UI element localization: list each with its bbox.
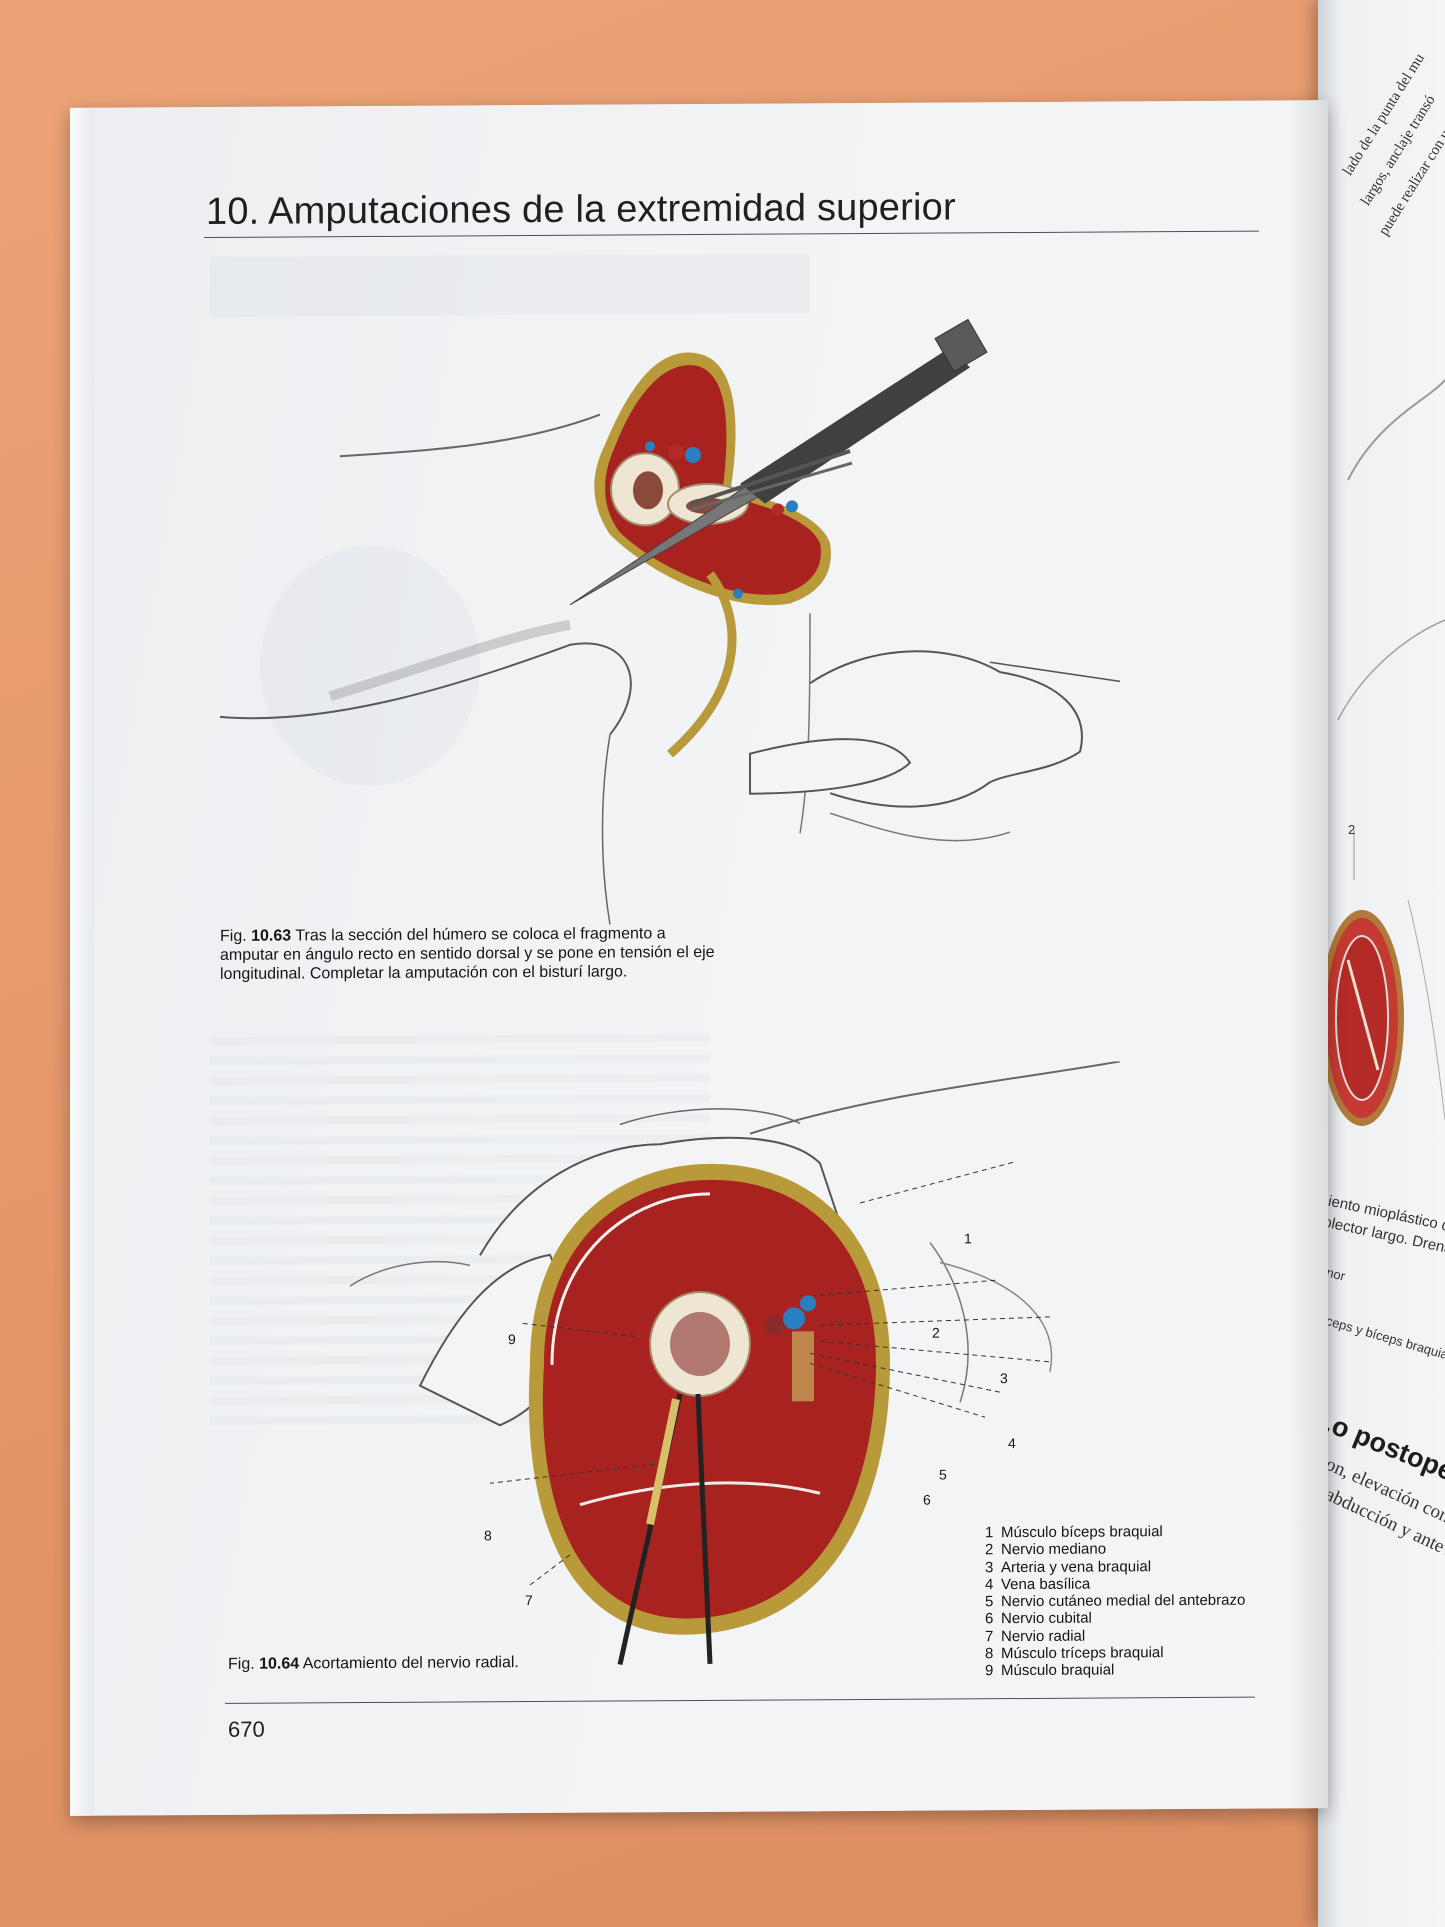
figure-10-63-caption: Fig. 10.63 Tras la sección del húmero se…	[220, 924, 720, 984]
figure-10-63-number: 10.63	[251, 927, 292, 945]
page-edge	[70, 107, 94, 1816]
callout-8: 8	[484, 1527, 492, 1544]
callout-9: 9	[508, 1331, 516, 1348]
figure-10-64-text: Acortamiento del nervio radial.	[302, 1654, 519, 1673]
book-page: 10. Amputaciones de la extremidad superi…	[70, 100, 1328, 1816]
figure-10-63-prefix: Fig.	[220, 927, 247, 945]
figure-10-64-caption: Fig. 10.64 Acortamiento del nervio radia…	[228, 1652, 648, 1674]
facing-page: lado de la punta del mu largos, anclaje …	[1318, 0, 1445, 1927]
callout-4: 4	[1008, 1435, 1016, 1452]
figure-10-63-illustration	[219, 318, 1121, 925]
callout-6: 6	[923, 1491, 931, 1508]
callout-5: 5	[939, 1466, 947, 1483]
callout-2: 2	[932, 1324, 940, 1341]
figure-10-63-text: Tras la sección del húmero se coloca el …	[220, 925, 715, 983]
page-number: 670	[228, 1716, 265, 1742]
figure-10-64-illustration	[349, 1060, 1121, 1666]
figure-10-64-number: 10.64	[259, 1655, 300, 1673]
figure-10-64-prefix: Fig.	[228, 1655, 255, 1673]
facing-page-illustration	[1320, 379, 1445, 1126]
callout-7: 7	[525, 1592, 533, 1609]
callout-3: 3	[1000, 1370, 1008, 1387]
callout-1: 1	[964, 1230, 972, 1247]
facing-callout: 2	[1348, 822, 1356, 837]
